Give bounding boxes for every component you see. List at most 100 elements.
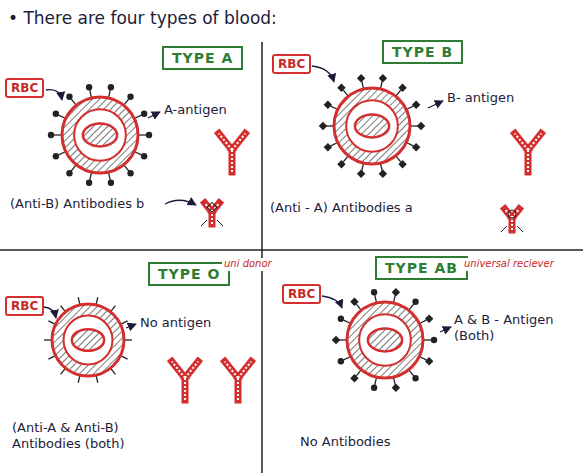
divider-line: [0, 249, 583, 251]
a-antigen: [412, 375, 418, 381]
a-antigen: [371, 385, 377, 391]
side-note: universal reciever: [462, 258, 556, 271]
b-antigen: [392, 288, 400, 296]
a-antigen: [338, 358, 344, 364]
red-blood-cell: [48, 84, 152, 186]
leader-arrow: [322, 296, 342, 308]
cell-nucleus: [72, 329, 104, 351]
a-antigen: [412, 298, 418, 304]
antibody: [505, 209, 519, 230]
leader-arrow: [312, 66, 334, 82]
b-antigen: [324, 100, 332, 108]
b-antigen: [392, 384, 400, 392]
cell-inner: [346, 100, 398, 152]
a-antigen: [146, 132, 152, 138]
leader-arrow: [165, 200, 196, 205]
rbc-tag: RBC: [282, 284, 321, 304]
a-antigen: [338, 316, 344, 322]
a-antigen: [48, 132, 54, 138]
b-antigen: [324, 143, 332, 151]
label-text: A-antigen: [164, 102, 227, 118]
a-antigen: [141, 153, 147, 159]
a-antigen: [127, 93, 133, 99]
b-antigen: [398, 160, 406, 168]
antibody: [219, 134, 245, 173]
label-text: A & B - Antigen (Both): [454, 312, 572, 345]
a-antigen: [108, 84, 114, 90]
b-antigen: [337, 160, 345, 168]
b-antigen: [357, 170, 365, 178]
b-antigen: [319, 122, 327, 130]
b-antigen: [337, 83, 345, 91]
node-text: TYPE AB: [385, 260, 458, 276]
antibody-binding: [501, 210, 523, 232]
label-text: (Anti-B) Antibodies b: [10, 196, 144, 212]
antibody: [172, 362, 198, 401]
b-antigen: [398, 83, 406, 91]
blood-type-box: TYPE A: [162, 46, 243, 70]
rbc-tag: RBC: [5, 296, 44, 316]
a-antigen: [86, 180, 92, 186]
cell-membrane: [347, 302, 423, 378]
a-antigen: [86, 84, 92, 90]
antibody: [205, 203, 219, 224]
antibody-binding: [201, 202, 223, 226]
node-text: RBC: [11, 81, 38, 95]
b-antigen: [350, 297, 358, 305]
leader-arrow: [46, 90, 62, 100]
b-antigen: [350, 374, 358, 382]
label-text: (Anti-A & Anti-B) Antibodies (both): [12, 420, 182, 453]
label-text: B- antigen: [447, 90, 514, 106]
label-text: No antigen: [140, 315, 211, 331]
a-antigen: [141, 111, 147, 117]
cell-nucleus: [355, 115, 389, 138]
b-antigen: [417, 122, 425, 130]
a-antigen: [53, 111, 59, 117]
page-title: • There are four types of blood:: [8, 8, 277, 28]
node-text: RBC: [11, 299, 38, 313]
leader-arrow: [428, 101, 443, 108]
red-blood-cell: [319, 74, 425, 178]
antibody: [225, 362, 251, 401]
a-antigen: [127, 170, 133, 176]
antibody: [515, 134, 541, 173]
a-antigen: [66, 170, 72, 176]
cell-inner: [359, 314, 411, 366]
b-antigen: [425, 357, 433, 365]
cell-group: [44, 74, 437, 392]
leader-arrow: [440, 327, 451, 332]
a-antigen: [53, 153, 59, 159]
b-antigen: [412, 143, 420, 151]
label-text: No Antibodies: [300, 434, 391, 450]
b-antigen: [379, 74, 387, 82]
red-blood-cell: [332, 288, 437, 392]
blood-type-box: TYPE AB: [375, 256, 468, 280]
node-text: TYPE B: [392, 44, 453, 60]
leader-arrow: [148, 112, 160, 118]
a-antigen: [66, 93, 72, 99]
node-text: RBC: [278, 57, 305, 71]
b-antigen: [425, 314, 433, 322]
blood-type-box: TYPE O: [148, 262, 230, 286]
cell-inner: [74, 109, 126, 161]
node-text: TYPE O: [158, 266, 220, 282]
node-text: TYPE A: [172, 50, 233, 66]
a-antigen: [371, 289, 377, 295]
b-antigen: [357, 74, 365, 82]
a-antigen: [431, 337, 437, 343]
leader-arrow: [44, 307, 56, 318]
blood-type-box: TYPE B: [382, 40, 463, 64]
rbc-tag: RBC: [272, 54, 311, 74]
red-blood-cell: [44, 297, 132, 383]
cell-membrane: [62, 97, 138, 173]
side-note: uni donor: [222, 258, 274, 271]
cell-nucleus: [83, 124, 117, 147]
cell-membrane: [52, 304, 124, 376]
b-antigen: [379, 170, 387, 178]
cell-membrane: [334, 88, 410, 164]
cell-nucleus: [368, 329, 402, 352]
rbc-tag: RBC: [5, 78, 44, 98]
label-text: (Anti - A) Antibodies a: [270, 200, 413, 216]
a-antigen: [108, 180, 114, 186]
